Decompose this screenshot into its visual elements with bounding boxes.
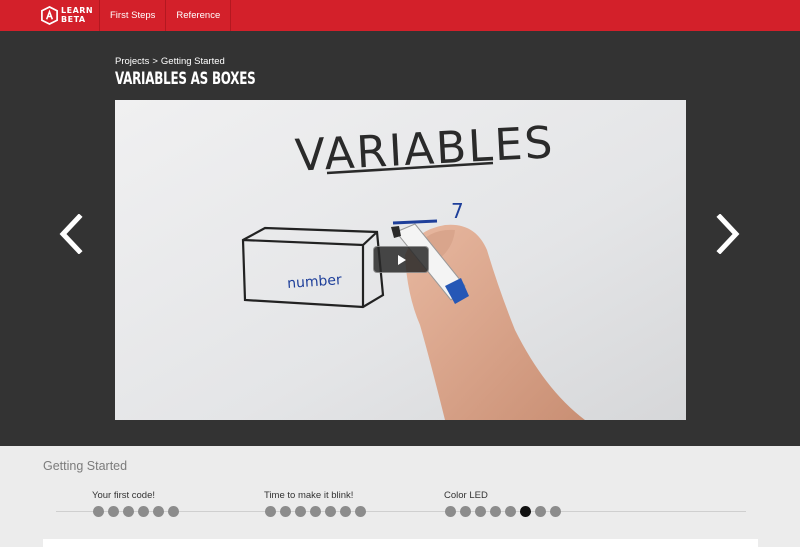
step-dot[interactable]: [460, 506, 471, 517]
brand-logo-link[interactable]: LEARN BETA: [0, 0, 100, 31]
top-navbar: LEARN BETA First Steps Reference: [0, 0, 800, 31]
lesson-stage: Projects>Getting Started Variables as Bo…: [0, 31, 800, 446]
step-dot[interactable]: [108, 506, 119, 517]
nav-first-steps[interactable]: First Steps: [100, 0, 167, 31]
step-dot[interactable]: [168, 506, 179, 517]
step-dot[interactable]: [355, 506, 366, 517]
step-dot[interactable]: [153, 506, 164, 517]
course-progress: Getting Started Your first code! Time to…: [0, 446, 800, 547]
step-dot[interactable]: [340, 506, 351, 517]
lesson-dots: [93, 506, 179, 517]
lesson-group: Your first code!: [92, 490, 179, 517]
play-icon: [398, 254, 406, 265]
video-player[interactable]: VARIABLES number 7: [115, 100, 686, 420]
lesson-group: Color LED: [444, 490, 561, 517]
lesson-title: Variables as Boxes: [115, 69, 256, 89]
lesson-link[interactable]: Color LED: [444, 490, 488, 501]
section-title: Getting Started: [43, 459, 128, 473]
chevron-left-icon[interactable]: [56, 214, 86, 254]
arduino-logo-icon: [41, 6, 58, 25]
whiteboard-frame: VARIABLES number 7: [115, 100, 686, 420]
step-dot[interactable]: [138, 506, 149, 517]
nav-reference[interactable]: Reference: [166, 0, 232, 31]
step-dot[interactable]: [445, 506, 456, 517]
step-dot[interactable]: [490, 506, 501, 517]
written-value: 7: [451, 199, 464, 223]
lesson-dots: [265, 506, 366, 517]
step-dot-current[interactable]: [520, 506, 531, 517]
box-label: number: [287, 272, 343, 292]
content-card: [43, 539, 758, 547]
step-dot[interactable]: [295, 506, 306, 517]
breadcrumb-projects[interactable]: Projects: [115, 56, 150, 67]
step-dot[interactable]: [325, 506, 336, 517]
lesson-link[interactable]: Your first code!: [92, 490, 156, 501]
step-dot[interactable]: [505, 506, 516, 517]
brand-line1: LEARN: [61, 6, 94, 15]
step-dot[interactable]: [475, 506, 486, 517]
step-dot[interactable]: [280, 506, 291, 517]
step-dot[interactable]: [123, 506, 134, 517]
play-button[interactable]: [373, 246, 429, 273]
step-dot[interactable]: [310, 506, 321, 517]
lesson-link[interactable]: Time to make it blink!: [264, 490, 354, 501]
brand-text: LEARN BETA: [61, 6, 93, 24]
lesson-group: Time to make it blink!: [264, 490, 366, 517]
brand-line2: BETA: [61, 15, 86, 24]
progress-track: [56, 511, 746, 512]
step-dot[interactable]: [265, 506, 276, 517]
breadcrumb-separator: >: [152, 56, 158, 67]
chevron-right-icon[interactable]: [713, 214, 743, 254]
step-dot[interactable]: [535, 506, 546, 517]
lesson-dots: [445, 506, 561, 517]
step-dot[interactable]: [93, 506, 104, 517]
step-dot[interactable]: [550, 506, 561, 517]
breadcrumb-current[interactable]: Getting Started: [160, 56, 225, 67]
breadcrumb: Projects>Getting Started: [115, 56, 225, 67]
